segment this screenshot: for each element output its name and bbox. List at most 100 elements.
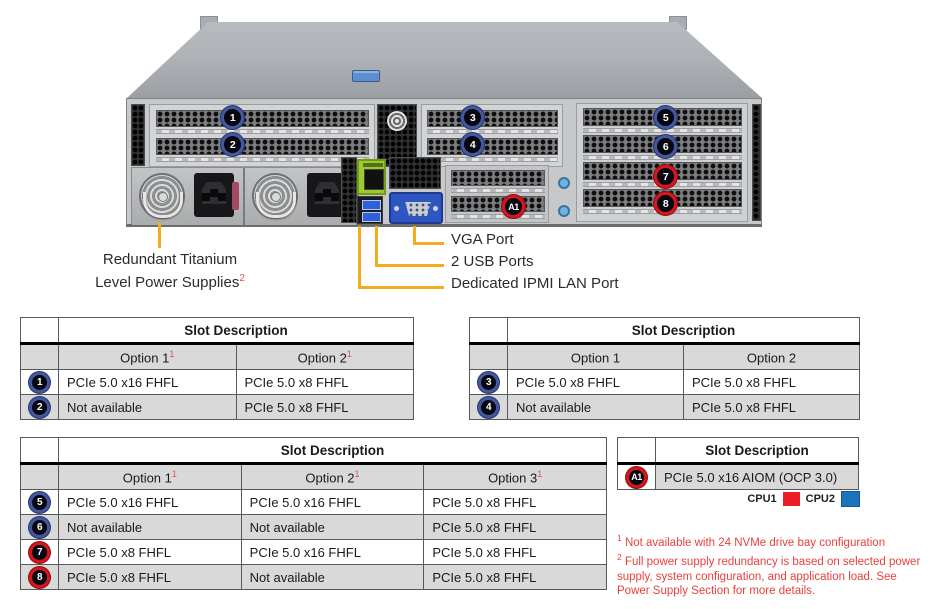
slot-cell: PCIe 5.0 x8 FHFL (58, 539, 242, 565)
slot-cell: PCIe 5.0 x16 FHFL (58, 369, 237, 395)
footnotes: 1 Not available with 24 NVMe drive bay c… (617, 531, 923, 599)
slot-table-a1: Slot Description A1 PCIe 5.0 x16 AIOM (O… (617, 437, 859, 490)
slot-cell: PCIe 5.0 x8 FHFL (683, 369, 860, 395)
column-header: Option 11 (58, 343, 237, 370)
slot-1-bracket (156, 129, 369, 134)
footnote-2: 2 Full power supply redundancy is based … (617, 552, 921, 598)
slot-number-cell: 4 (469, 394, 508, 420)
usb-ports-label: 2 USB Ports (451, 253, 534, 270)
callout-slot-4: 4 (461, 133, 484, 156)
slot-table-5-8: Slot Description Option 11 Option 21 Opt… (20, 437, 607, 590)
slot-number-cell: 7 (20, 539, 59, 565)
corner-cell (469, 317, 508, 345)
slot-cell: Not available (240, 564, 425, 590)
slot-cell: Not available (507, 394, 684, 420)
cpu1-legend-label: CPU1 (747, 493, 777, 505)
callout-label: 2 (229, 138, 236, 151)
vent-right (752, 104, 761, 221)
slot-cell: Not available (58, 394, 237, 420)
vga-port-label: VGA Port (451, 231, 514, 248)
psu-label-line2: Level Power Supplies (95, 274, 240, 291)
vent-above-vga (389, 157, 441, 189)
callout-slot-a1: A1 (502, 195, 525, 218)
psu-label-line1: Redundant Titanium (102, 251, 238, 268)
slot-2-bracket (156, 157, 369, 162)
footnote-1: 1 Not available with 24 NVMe drive bay c… (617, 533, 886, 549)
slot-1-opening (156, 110, 369, 127)
callout-slot-2: 2 (221, 133, 244, 156)
psu-power-inlet (194, 173, 234, 217)
table-row: 5 PCIe 5.0 x16 FHFL PCIe 5.0 x16 FHFL PC… (20, 489, 607, 515)
slot-number-cell: 8 (20, 564, 59, 590)
fan-grille-icon (387, 111, 407, 131)
psu-label: Redundant Titanium Level Power Supplies2 (62, 250, 278, 292)
column-header: Option 31 (423, 463, 607, 490)
slot-cell: Not available (240, 514, 425, 540)
table-row: 8 PCIe 5.0 x8 FHFL Not available PCIe 5.… (20, 564, 607, 590)
slot-4-opening (427, 138, 558, 155)
psu-callout-line (158, 222, 161, 248)
rj45-icon (364, 169, 384, 190)
callout-label: 5 (662, 111, 669, 124)
slot-area-1-2 (149, 104, 375, 167)
cover-latch (352, 70, 380, 82)
psu-handle (256, 192, 296, 218)
vent-middle (377, 104, 417, 167)
slot-number-cell: 3 (469, 369, 508, 395)
psu-footnote-ref: 2 (239, 273, 245, 284)
corner-cell (469, 343, 508, 370)
slot-1-chip: 1 (29, 371, 50, 393)
callout-label: 4 (469, 138, 476, 151)
corner-cell (20, 463, 59, 490)
psu-retention-clip (232, 182, 239, 210)
column-header: Option 11 (58, 463, 242, 490)
callout-label: 6 (662, 140, 669, 153)
slot-6-chip: 6 (29, 516, 50, 538)
db15-connector-icon (405, 202, 431, 216)
slot-2-opening (156, 138, 369, 155)
table-row: 3 PCIe 5.0 x8 FHFL PCIe 5.0 x8 FHFL (469, 369, 860, 395)
vga-port (389, 192, 443, 224)
slot-cell: PCIe 5.0 x8 FHFL (683, 394, 860, 420)
table-header: Slot Description (655, 437, 859, 465)
callout-slot-8: 8 (654, 192, 677, 215)
callout-label: 7 (662, 170, 669, 183)
slot-number-cell: 2 (20, 394, 59, 420)
power-supply-1 (132, 168, 245, 225)
aiom-bracket (451, 188, 545, 193)
slot-8-chip: 8 (29, 566, 50, 588)
callout-slot-1: 1 (221, 106, 244, 129)
server-rear-illustration: 1 2 3 4 5 6 7 8 A1 (120, 14, 765, 229)
slot-3-chip: 3 (478, 371, 499, 393)
callout-label: A1 (508, 201, 519, 212)
table-row: 2 Not available PCIe 5.0 x8 FHFL (20, 394, 414, 420)
cpu2-legend-label: CPU2 (805, 493, 835, 505)
slot-area-a1 (445, 165, 549, 223)
slot-table-1-2: Slot Description Option 11 Option 21 1 P… (20, 317, 414, 420)
cpu2-color-swatch (841, 491, 860, 507)
slot-5-chip: 5 (29, 491, 50, 513)
corner-cell (20, 343, 59, 370)
slot-a1-chip: A1 (626, 466, 647, 488)
slot-cell: PCIe 5.0 x8 FHFL (423, 489, 607, 515)
slot-cell: PCIe 5.0 x8 FHFL (423, 564, 607, 590)
chassis-top-cover (127, 22, 762, 98)
table-row: A1 PCIe 5.0 x16 AIOM (OCP 3.0) (617, 463, 859, 490)
corner-cell (20, 437, 59, 465)
slot-number-cell: 6 (20, 514, 59, 540)
slot-4-chip: 4 (478, 396, 499, 418)
slot-7-chip: 7 (29, 541, 50, 563)
slot-cell: PCIe 5.0 x16 FHFL (240, 539, 425, 565)
thumbscrew-icon (558, 177, 570, 189)
psu-bay (131, 167, 359, 225)
table-row: 1 PCIe 5.0 x16 FHFL PCIe 5.0 x8 FHFL (20, 369, 414, 395)
table-row: 7 PCIe 5.0 x8 FHFL PCIe 5.0 x16 FHFL PCI… (20, 539, 607, 565)
callout-slot-3: 3 (461, 106, 484, 129)
slot-cell: PCIe 5.0 x8 FHFL (235, 369, 414, 395)
ipmi-label-strip (363, 163, 383, 167)
slot-2-chip: 2 (29, 396, 50, 418)
slot-cell: Not available (58, 514, 242, 540)
callout-label: 1 (229, 111, 236, 124)
ipmi-lan-port (357, 159, 386, 195)
